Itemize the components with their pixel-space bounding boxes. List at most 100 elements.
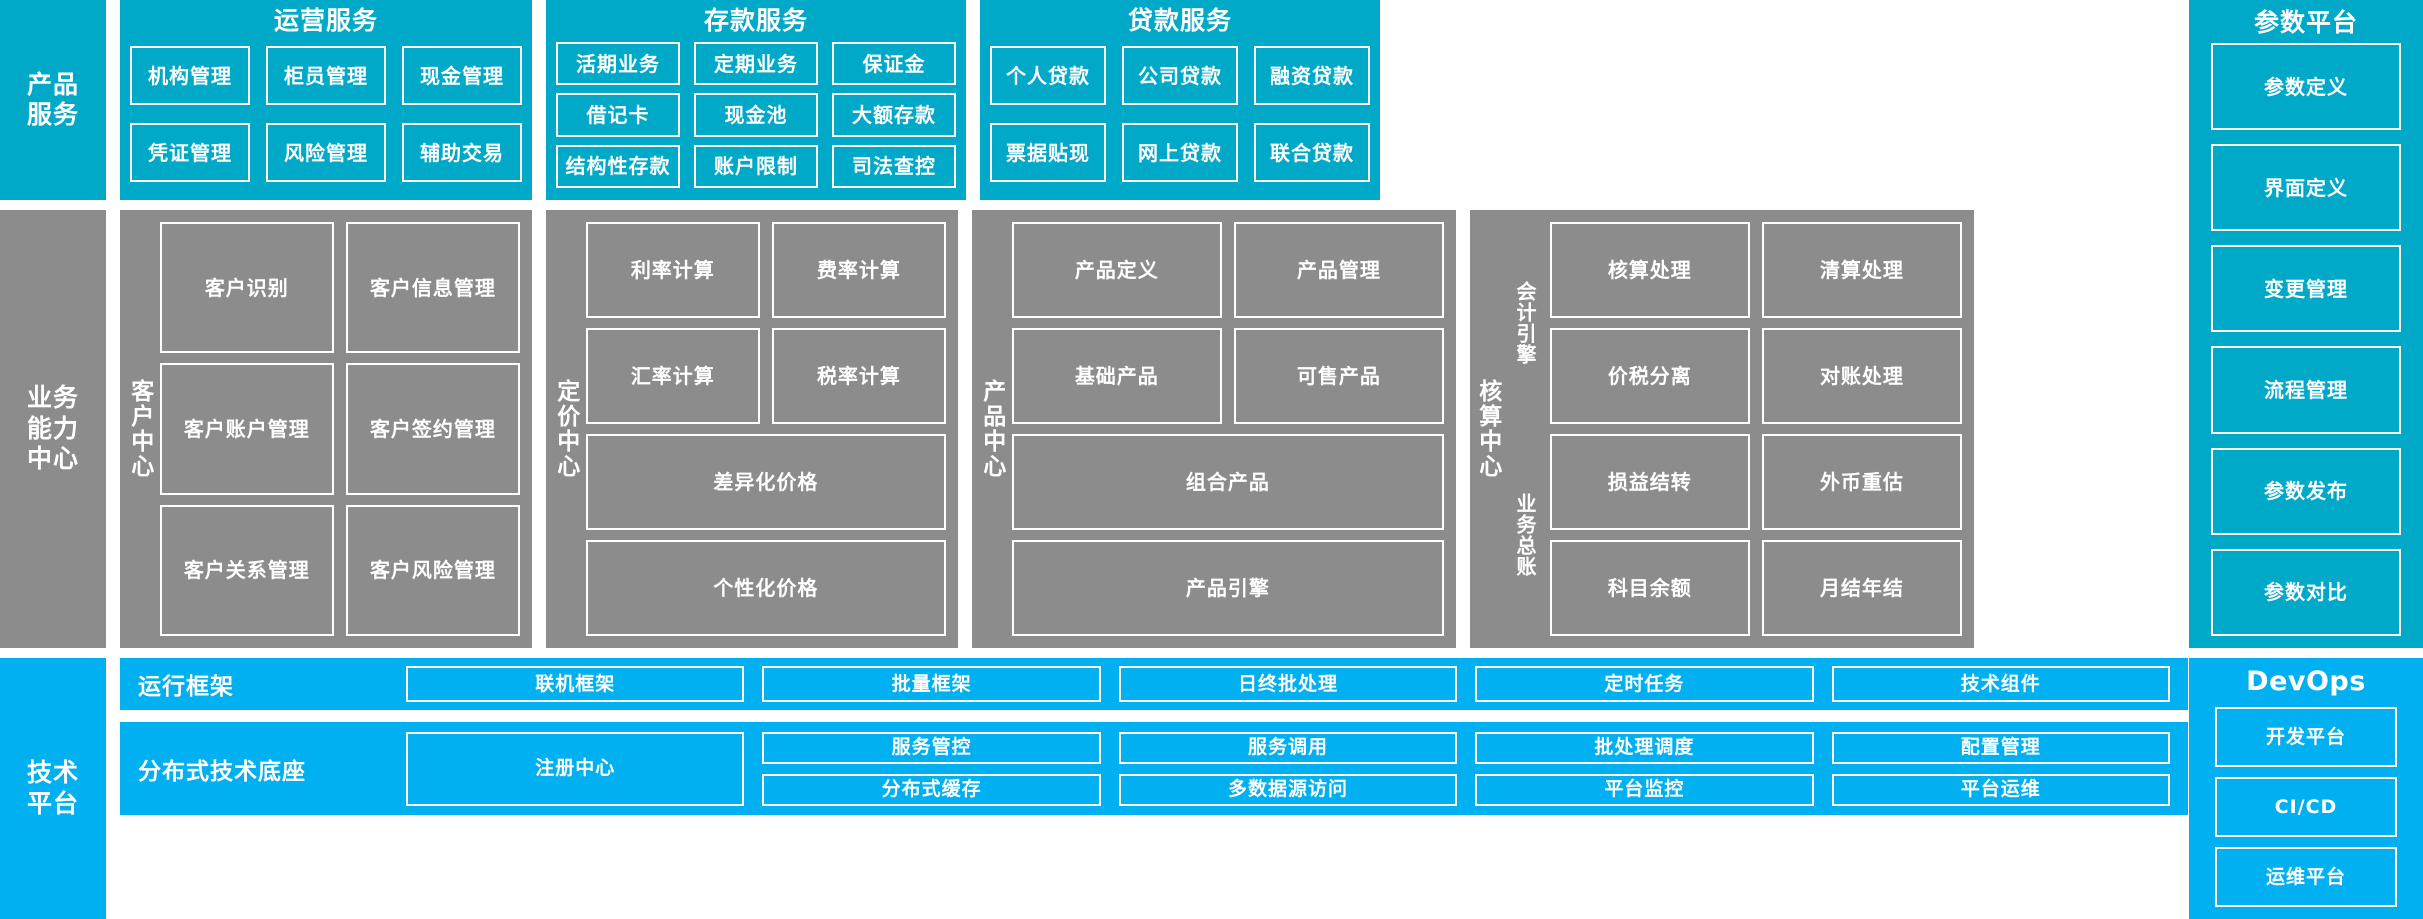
tile-runtime-3[interactable]: 定时任务 — [1475, 666, 1814, 702]
technology-rows: 运行框架 联机框架 批量框架 日终批处理 定时任务 技术组件 分布式技术底座 注… — [120, 658, 2188, 919]
tile-devops-2[interactable]: 运维平台 — [2215, 847, 2397, 907]
tile-customer-0[interactable]: 客户识别 — [159, 222, 334, 354]
tile-devops-0[interactable]: 开发平台 — [2215, 707, 2397, 767]
tile-base-1[interactable]: 服务调用 — [1118, 731, 1458, 764]
tile-accounting-engine-2[interactable]: 价税分离 — [1549, 328, 1750, 424]
tile-operations-1[interactable]: 柜员管理 — [266, 46, 386, 105]
group-operations-services: 运营服务 机构管理 柜员管理 现金管理 凭证管理 风险管理 辅助交易 — [120, 0, 532, 200]
parameter-platform-title: 参数平台 — [2253, 8, 2358, 37]
tile-deposit-0[interactable]: 活期业务 — [556, 42, 680, 86]
center-pricing-label: 定价中心 — [552, 379, 579, 479]
tile-base-0[interactable]: 服务管控 — [762, 731, 1101, 764]
tile-product-0[interactable]: 产品定义 — [1011, 222, 1222, 318]
group-deposit-tiles: 活期业务 定期业务 保证金 借记卡 现金池 大额存款 结构性存款 账户限制 司法… — [546, 42, 966, 188]
tile-customer-4[interactable]: 客户关系管理 — [159, 504, 334, 636]
group-operations-tiles: 机构管理 柜员管理 现金管理 凭证管理 风险管理 辅助交易 — [120, 46, 532, 182]
tile-loan-4[interactable]: 网上贷款 — [1122, 123, 1238, 182]
subgroup-accounting-engine-label: 会计引擎 — [1512, 281, 1537, 365]
tile-loan-0[interactable]: 个人贷款 — [990, 46, 1106, 105]
tech-row-base-label: 分布式技术底座 — [138, 758, 306, 785]
group-loan-services: 贷款服务 个人贷款 公司贷款 融资贷款 票据贴现 网上贷款 联合贷款 — [980, 0, 1380, 200]
center-accounting: 核算中心 会计引擎 核算处理 清算处理 价税分离 对账处理 业务总账 — [1470, 210, 1974, 648]
tile-runtime-0[interactable]: 联机框架 — [406, 666, 745, 702]
tile-pricing-1[interactable]: 费率计算 — [771, 222, 946, 318]
tile-pricing-0[interactable]: 利率计算 — [585, 222, 760, 318]
tile-accounting-engine-3[interactable]: 对账处理 — [1761, 328, 1962, 424]
tech-row-runtime-framework: 运行框架 联机框架 批量框架 日终批处理 定时任务 技术组件 — [120, 658, 2188, 710]
tile-product-5[interactable]: 产品引擎 — [1011, 540, 1444, 636]
tech-row-base-tiles: 注册中心 服务管控 服务调用 批处理调度 配置管理 分布式缓存 多数据源访问 平… — [406, 731, 2170, 806]
tile-deposit-1[interactable]: 定期业务 — [694, 42, 818, 86]
tile-base-6[interactable]: 平台监控 — [1475, 773, 1814, 806]
tile-operations-5[interactable]: 辅助交易 — [402, 123, 522, 182]
tile-deposit-2[interactable]: 保证金 — [832, 42, 956, 86]
tile-runtime-4[interactable]: 技术组件 — [1831, 666, 2170, 702]
technology-platform-band: 技术平台 运行框架 联机框架 批量框架 日终批处理 定时任务 技术组件 分布式技… — [0, 658, 2188, 919]
subgroup-accounting-engine: 会计引擎 核算处理 清算处理 价税分离 对账处理 — [1508, 222, 1962, 424]
tile-base-2[interactable]: 批处理调度 — [1475, 731, 1814, 764]
tile-operations-4[interactable]: 风险管理 — [266, 123, 386, 182]
center-product-label: 产品中心 — [978, 379, 1005, 479]
tile-operations-3[interactable]: 凭证管理 — [130, 123, 250, 182]
tile-deposit-4[interactable]: 现金池 — [694, 93, 818, 137]
tile-general-ledger-0[interactable]: 损益结转 — [1549, 434, 1750, 530]
tile-product-2[interactable]: 基础产品 — [1011, 328, 1222, 424]
tile-pricing-2[interactable]: 汇率计算 — [585, 328, 760, 424]
tile-deposit-3[interactable]: 借记卡 — [556, 93, 680, 137]
tile-parameter-2[interactable]: 变更管理 — [2211, 245, 2401, 333]
tile-pricing-3[interactable]: 税率计算 — [771, 328, 946, 424]
tile-parameter-5[interactable]: 参数对比 — [2211, 548, 2401, 636]
center-customer: 客户中心 客户识别 客户信息管理 客户账户管理 客户签约管理 客户关系管理 客户… — [120, 210, 532, 648]
tile-base-4[interactable]: 分布式缓存 — [762, 773, 1101, 806]
tile-loan-5[interactable]: 联合贷款 — [1254, 123, 1370, 182]
product-services-band: 产品服务 运营服务 机构管理 柜员管理 现金管理 凭证管理 风险管理 辅助交易 … — [0, 0, 1380, 200]
tile-deposit-8[interactable]: 司法查控 — [832, 144, 956, 188]
tile-general-ledger-1[interactable]: 外币重估 — [1761, 434, 1962, 530]
tile-runtime-2[interactable]: 日终批处理 — [1118, 666, 1458, 702]
tile-customer-1[interactable]: 客户信息管理 — [345, 222, 520, 354]
tile-product-3[interactable]: 可售产品 — [1233, 328, 1444, 424]
business-capability-rail-label: 业务能力中心 — [0, 210, 106, 648]
tile-deposit-6[interactable]: 结构性存款 — [556, 144, 680, 188]
group-deposit-title: 存款服务 — [703, 6, 808, 35]
tile-accounting-engine-1[interactable]: 清算处理 — [1761, 222, 1962, 318]
tile-product-4[interactable]: 组合产品 — [1011, 434, 1444, 530]
tile-base-3[interactable]: 配置管理 — [1831, 731, 2170, 764]
subgroup-general-ledger-label: 业务总账 — [1512, 493, 1537, 577]
tile-operations-2[interactable]: 现金管理 — [402, 46, 522, 105]
tile-deposit-5[interactable]: 大额存款 — [832, 93, 956, 137]
tile-loan-1[interactable]: 公司贷款 — [1122, 46, 1238, 105]
group-operations-title: 运营服务 — [273, 6, 378, 35]
tile-parameter-1[interactable]: 界面定义 — [2211, 144, 2401, 232]
tile-runtime-1[interactable]: 批量框架 — [762, 666, 1101, 702]
tile-customer-2[interactable]: 客户账户管理 — [159, 363, 334, 495]
tile-pricing-4[interactable]: 差异化价格 — [585, 434, 946, 530]
tile-parameter-4[interactable]: 参数发布 — [2211, 447, 2401, 535]
tile-product-1[interactable]: 产品管理 — [1233, 222, 1444, 318]
tile-deposit-7[interactable]: 账户限制 — [694, 144, 818, 188]
tile-registry-center[interactable]: 注册中心 — [406, 731, 745, 806]
tile-base-7[interactable]: 平台运维 — [1831, 773, 2170, 806]
tech-row-runtime-label: 运行框架 — [138, 674, 234, 700]
tile-parameter-3[interactable]: 流程管理 — [2211, 346, 2401, 434]
tile-customer-5[interactable]: 客户风险管理 — [345, 504, 520, 636]
center-pricing: 定价中心 利率计算 费率计算 汇率计算 税率计算 差异化价格 个性化价格 — [546, 210, 958, 648]
group-deposit-services: 存款服务 活期业务 定期业务 保证金 借记卡 现金池 大额存款 结构性存款 账户… — [546, 0, 966, 200]
parameter-platform-panel: 参数平台 参数定义 界面定义 变更管理 流程管理 参数发布 参数对比 — [2189, 0, 2423, 648]
tile-base-5[interactable]: 多数据源访问 — [1118, 773, 1458, 806]
tech-row-distributed-base: 分布式技术底座 注册中心 服务管控 服务调用 批处理调度 配置管理 分布式缓存 … — [120, 722, 2188, 815]
tile-loan-3[interactable]: 票据贴现 — [990, 123, 1106, 182]
tile-general-ledger-2[interactable]: 科目余额 — [1549, 540, 1750, 636]
tile-customer-3[interactable]: 客户签约管理 — [345, 363, 520, 495]
parameter-platform-items: 参数定义 界面定义 变更管理 流程管理 参数发布 参数对比 — [2211, 43, 2401, 636]
center-accounting-subgroups: 会计引擎 核算处理 清算处理 价税分离 对账处理 业务总账 损益结转 外币重估 — [1508, 222, 1962, 636]
tile-accounting-engine-0[interactable]: 核算处理 — [1549, 222, 1750, 318]
tile-pricing-5[interactable]: 个性化价格 — [585, 540, 946, 636]
tile-general-ledger-3[interactable]: 月结年结 — [1761, 540, 1962, 636]
tile-operations-0[interactable]: 机构管理 — [130, 46, 250, 105]
tile-parameter-0[interactable]: 参数定义 — [2211, 43, 2401, 131]
tile-loan-2[interactable]: 融资贷款 — [1254, 46, 1370, 105]
devops-panel: DevOps 开发平台 CI/CD 运维平台 — [2189, 658, 2423, 919]
tile-devops-1[interactable]: CI/CD — [2215, 777, 2397, 837]
